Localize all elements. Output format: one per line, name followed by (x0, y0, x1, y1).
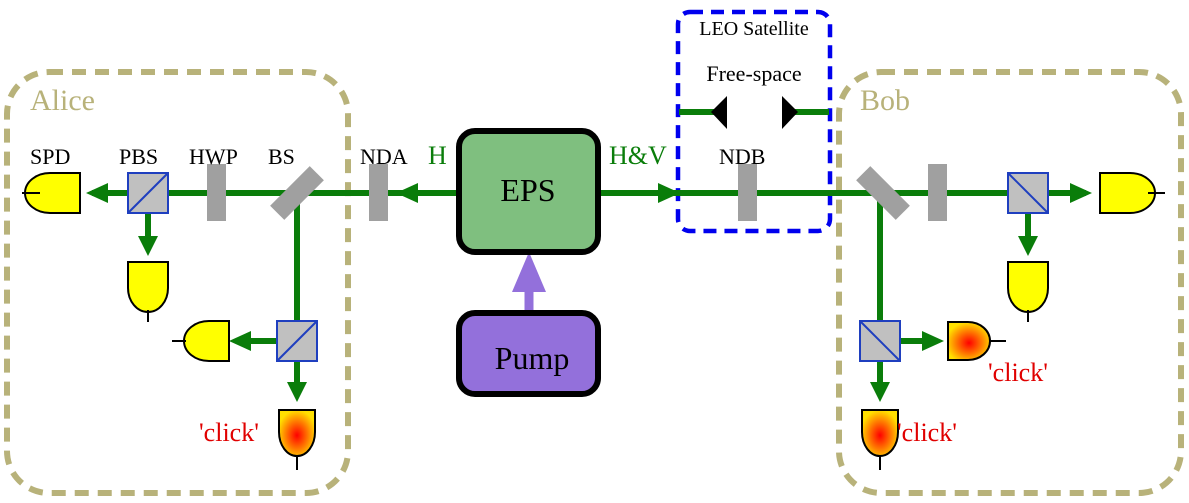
detector-bob-main (1099, 172, 1165, 214)
nda-filter (369, 164, 388, 221)
label-hv: H&V (609, 141, 667, 170)
hwp-bob (928, 164, 947, 221)
alice-box (4, 69, 351, 496)
telescope-right-icon (782, 96, 798, 129)
eps-source (456, 128, 601, 255)
detector-alice-branch (172, 320, 230, 362)
satellite-title: LEO Satellite (699, 18, 809, 40)
pbs-alice-main (127, 172, 169, 214)
label-pbs: PBS (119, 144, 158, 169)
label-spd: SPD (30, 144, 70, 169)
label-hwp: HWP (189, 144, 238, 169)
ndb-filter (738, 164, 757, 221)
bob-box (836, 69, 1184, 496)
telescope-left-icon (711, 96, 727, 129)
detector-alice-click (278, 409, 316, 470)
alice-title: Alice (30, 84, 95, 117)
label-ndb: NDB (719, 144, 765, 169)
pbs-bob-main (1007, 172, 1049, 214)
pbs-bob-branch (859, 320, 901, 362)
label-nda: NDA (360, 144, 408, 169)
bob-click-bottom-label: 'click' (897, 418, 957, 447)
detector-alice-lower (127, 261, 169, 322)
detector-alice-spd (22, 172, 81, 214)
pump-source (456, 310, 601, 397)
label-bs: BS (268, 144, 295, 169)
pump-label: Pump (495, 340, 570, 376)
pbs-alice-branch (276, 320, 318, 362)
satellite-box (675, 9, 833, 234)
label-h: H (428, 141, 447, 170)
detector-bob-lower (1007, 261, 1049, 322)
bob-click-right-label: 'click' (988, 358, 1048, 387)
hwp-alice (207, 164, 226, 221)
pump-arrowhead (512, 252, 546, 292)
detector-bob-click-right (947, 321, 1006, 361)
beam-arrowheads (86, 183, 1092, 402)
alice-click-label: 'click' (199, 418, 259, 447)
eps-label: EPS (500, 172, 555, 208)
bs-bob (856, 166, 910, 220)
detector-bob-click-bottom (861, 409, 899, 470)
bob-title: Bob (860, 84, 910, 117)
bs-alice (270, 166, 324, 220)
satellite-subtitle: Free-space (706, 61, 801, 86)
